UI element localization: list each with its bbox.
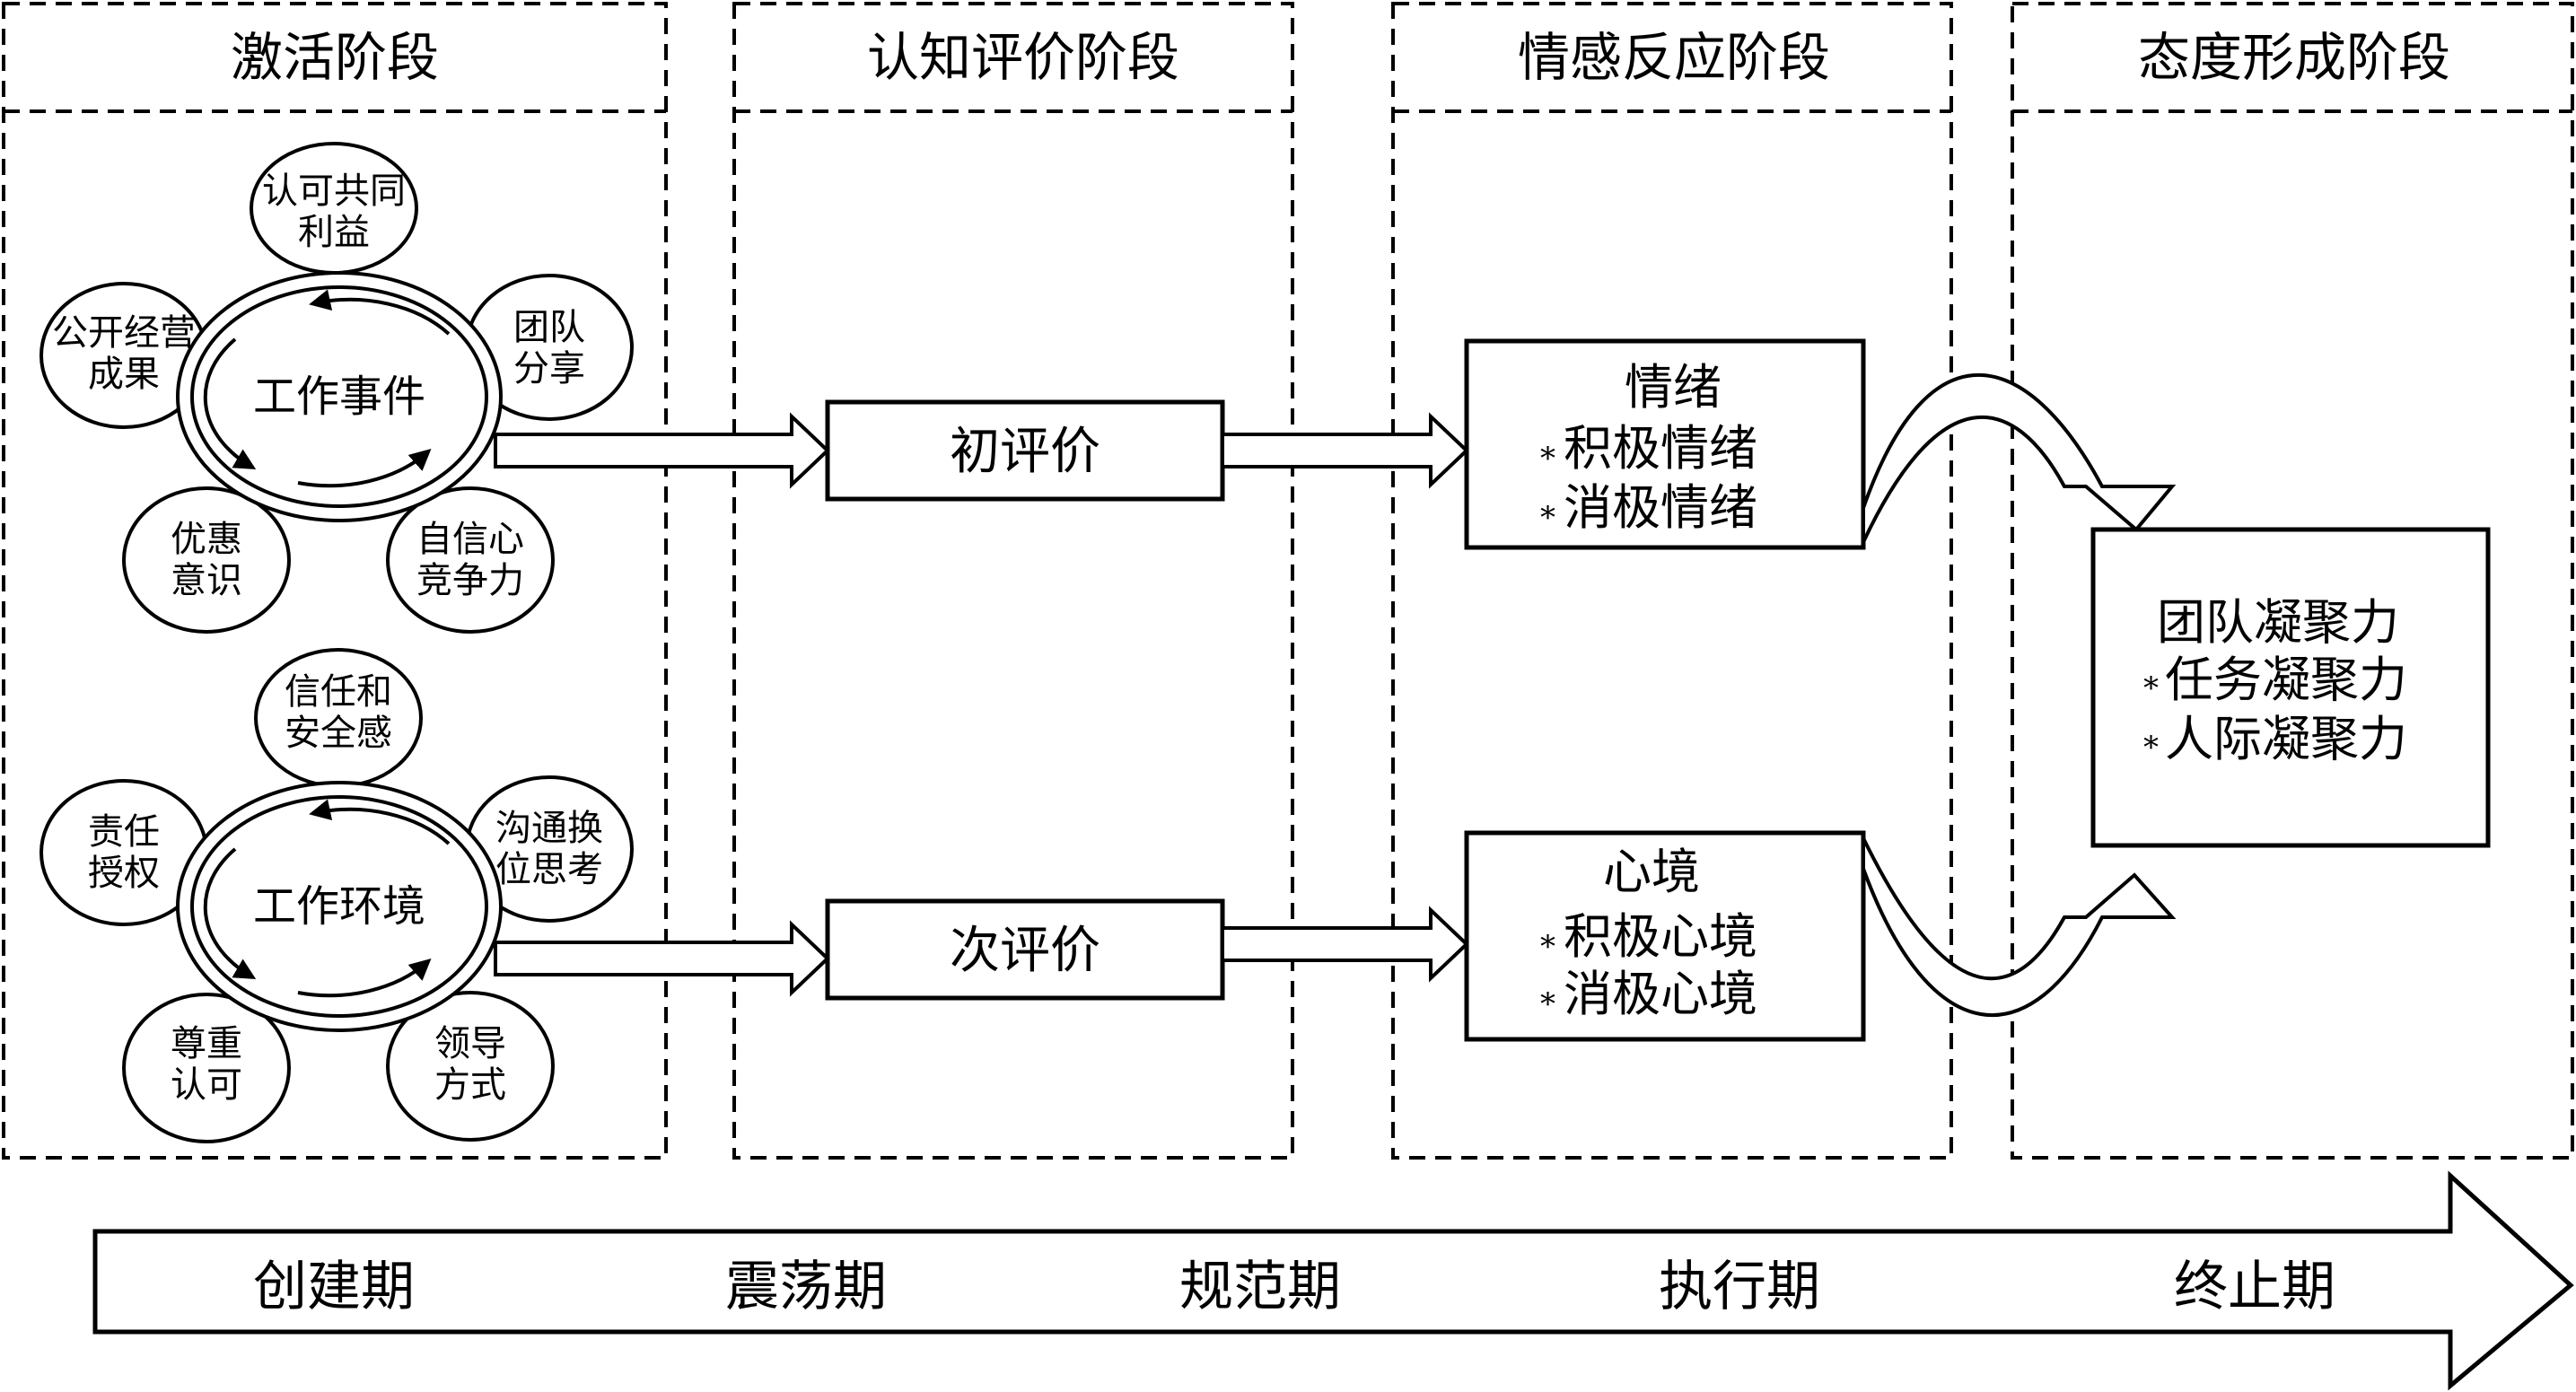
svg-text:人际凝聚力: 人际凝聚力 bbox=[2165, 711, 2407, 767]
svg-text:尊重: 尊重 bbox=[171, 1023, 242, 1064]
box-secondary-appraisal: 次评价 bbox=[825, 898, 1225, 1001]
svg-text:*: * bbox=[1540, 500, 1555, 536]
stage-title-emotional: 情感反应阶段 bbox=[1518, 27, 1830, 88]
svg-text:认可: 认可 bbox=[171, 1064, 242, 1106]
phase-2: 震荡期 bbox=[725, 1256, 887, 1318]
svg-text:消极情绪: 消极情绪 bbox=[1564, 479, 1757, 536]
svg-text:*: * bbox=[2143, 670, 2159, 706]
stage-title-activation: 激活阶段 bbox=[231, 27, 439, 88]
arrow-env-to-secondary bbox=[494, 920, 830, 997]
svg-text:认可共同: 认可共同 bbox=[262, 171, 406, 212]
svg-text:责任: 责任 bbox=[88, 811, 160, 853]
petal-env-2: 沟通换 位思考 bbox=[465, 775, 634, 923]
stage-title-cognitive: 认知评价阶段 bbox=[867, 27, 1179, 88]
svg-text:公开经营: 公开经营 bbox=[52, 312, 196, 354]
cluster-work-event: 认可共同 利益 团队 分享 自信心 竞争力 优惠 意识 公开经营 成果 bbox=[39, 142, 634, 634]
svg-text:任务凝聚力: 任务凝聚力 bbox=[2165, 652, 2407, 708]
curved-arrow-emotion-to-cohesion bbox=[1862, 373, 2177, 543]
petal-event-1: 认可共同 利益 bbox=[250, 142, 418, 275]
hub-work-event-label: 工作事件 bbox=[253, 372, 425, 422]
svg-text:沟通换: 沟通换 bbox=[495, 808, 603, 849]
svg-text:次评价: 次评价 bbox=[950, 922, 1100, 980]
svg-text:位思考: 位思考 bbox=[495, 849, 603, 890]
box-mood: 心境 * 积极心境 * 消极心境 bbox=[1464, 830, 1866, 1042]
petal-env-1: 信任和 安全感 bbox=[254, 648, 423, 788]
svg-text:初评价: 初评价 bbox=[950, 423, 1100, 481]
phase-4: 执行期 bbox=[1659, 1256, 1820, 1318]
petal-event-3: 自信心 竞争力 bbox=[386, 486, 555, 634]
box-emotion: 情绪 * 积极情绪 * 消极情绪 bbox=[1464, 338, 1866, 550]
curved-arrow-mood-to-cohesion bbox=[1862, 837, 2177, 1017]
svg-text:分享: 分享 bbox=[513, 348, 585, 390]
arrow-event-to-primary bbox=[494, 412, 830, 489]
phase-3: 规范期 bbox=[1179, 1256, 1341, 1318]
svg-text:成果: 成果 bbox=[88, 354, 160, 395]
svg-text:优惠: 优惠 bbox=[171, 519, 242, 560]
svg-text:心境: 心境 bbox=[1603, 844, 1700, 900]
arrow-secondary-to-mood bbox=[1221, 906, 1469, 983]
box-team-cohesion: 团队凝聚力 * 任务凝聚力 * 人际凝聚力 bbox=[2090, 527, 2491, 848]
stage-activation: 激活阶段 bbox=[2, 2, 668, 1160]
phase-5: 终止期 bbox=[2174, 1256, 2335, 1318]
svg-text:积极心境: 积极心境 bbox=[1564, 908, 1757, 965]
svg-text:消极心境: 消极心境 bbox=[1564, 966, 1757, 1022]
hub-work-environment-label: 工作环境 bbox=[253, 881, 425, 932]
petal-event-2: 团队 分享 bbox=[465, 274, 634, 421]
stage-cognitive-appraisal: 认知评价阶段 bbox=[732, 2, 1294, 1160]
svg-text:*: * bbox=[1540, 929, 1555, 965]
hub-work-environment: 工作环境 bbox=[176, 781, 503, 1032]
petal-env-3: 领导 方式 bbox=[386, 991, 555, 1142]
svg-text:安全感: 安全感 bbox=[285, 713, 392, 754]
svg-text:方式: 方式 bbox=[434, 1064, 506, 1106]
petal-env-5: 责任 授权 bbox=[39, 779, 208, 926]
arrow-primary-to-emotion bbox=[1221, 412, 1469, 489]
cluster-work-environment: 信任和 安全感 沟通换 位思考 领导 方式 尊重 认可 责任 授权 bbox=[39, 648, 634, 1143]
svg-text:*: * bbox=[2143, 730, 2159, 766]
svg-text:授权: 授权 bbox=[88, 853, 160, 894]
svg-text:积极情绪: 积极情绪 bbox=[1564, 420, 1757, 477]
stage-title-attitude: 态度形成阶段 bbox=[2138, 27, 2450, 88]
svg-text:*: * bbox=[1540, 986, 1555, 1022]
svg-text:利益: 利益 bbox=[298, 212, 370, 253]
box-primary-appraisal: 初评价 bbox=[825, 399, 1225, 502]
svg-text:自信心: 自信心 bbox=[416, 519, 524, 560]
timeline-arrow bbox=[92, 1170, 2574, 1391]
stage-attitude-formation: 态度形成阶段 bbox=[2011, 2, 2574, 1160]
svg-text:团队凝聚力: 团队凝聚力 bbox=[2157, 594, 2399, 651]
phase-timeline: 创建期 震荡期 规范期 执行期 终止期 bbox=[92, 1170, 2574, 1391]
svg-text:团队: 团队 bbox=[513, 307, 585, 348]
svg-text:竞争力: 竞争力 bbox=[416, 560, 524, 601]
svg-text:信任和: 信任和 bbox=[285, 671, 392, 713]
svg-text:情绪: 情绪 bbox=[1625, 359, 1722, 416]
phase-1: 创建期 bbox=[253, 1256, 415, 1318]
petal-env-4: 尊重 认可 bbox=[122, 993, 291, 1143]
petal-event-4: 优惠 意识 bbox=[122, 486, 291, 634]
petal-event-5: 公开经营 成果 bbox=[39, 282, 208, 429]
hub-work-event: 工作事件 bbox=[176, 271, 503, 522]
svg-text:领导: 领导 bbox=[434, 1023, 506, 1064]
stage-emotional-response: 情感反应阶段 bbox=[1391, 2, 1953, 1160]
svg-text:意识: 意识 bbox=[171, 560, 242, 601]
svg-text:*: * bbox=[1540, 441, 1555, 477]
